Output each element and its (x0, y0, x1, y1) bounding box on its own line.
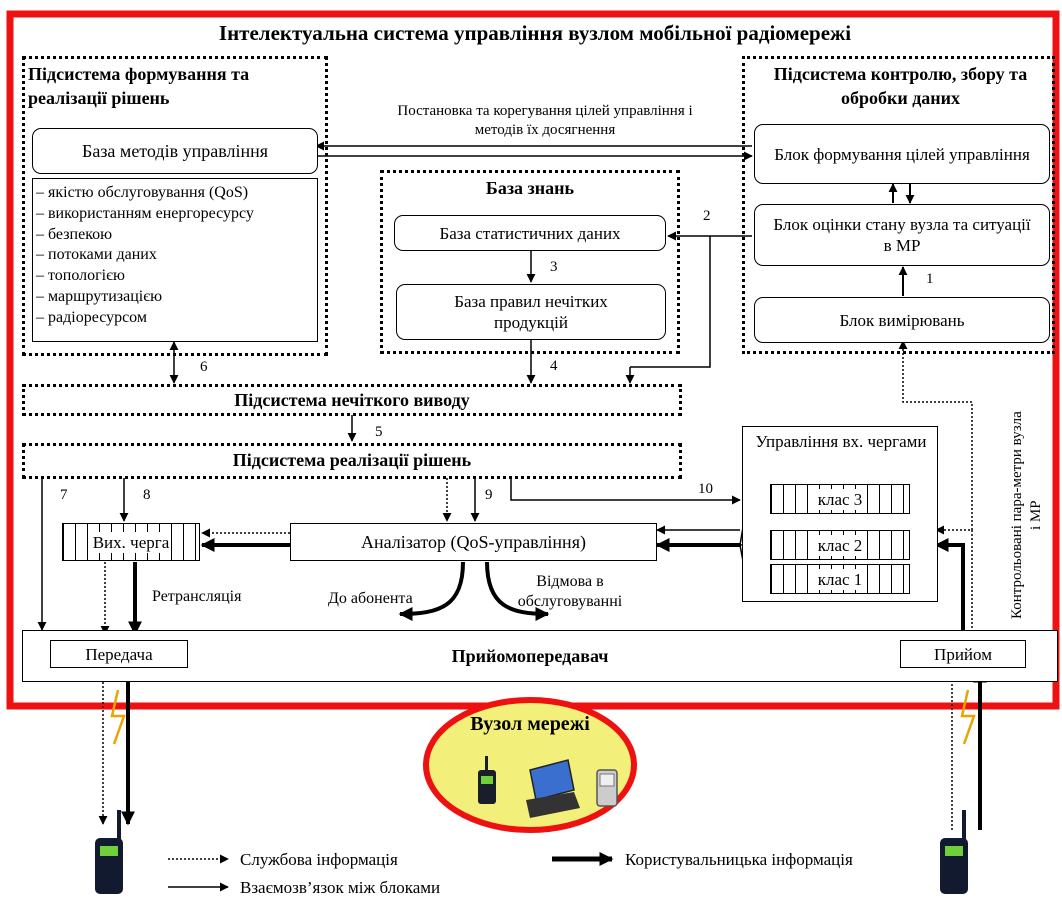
network-node-label: Вузол мережі (470, 713, 590, 735)
link-number: 7 (60, 487, 68, 503)
output-queue-label: Вих. черга (90, 531, 172, 553)
service-denial-label: Відмова в обслуговуванні (517, 573, 623, 610)
methods-list-item: – якістю обслуговування (QoS) (36, 184, 249, 201)
queue-class-3: клас 3 (770, 484, 910, 514)
arrow-service-denial (485, 561, 550, 621)
methods-list-item: – топологією (36, 267, 125, 285)
laptop-icon (526, 759, 580, 818)
methods-list-item: – безпекою (36, 225, 113, 243)
methods-list: – якістю обслуговування (QoS) – використ… (36, 183, 254, 329)
methods-list-item: – маршрутизацією (36, 287, 163, 305)
methods-list-box: – якістю обслуговування (QoS) – використ… (32, 178, 318, 342)
legend-user-label: Користувальницька інформація (625, 850, 853, 869)
link-number: 10 (698, 481, 713, 497)
fuzzy-inference-title: Підсистема нечіткого виводу (234, 390, 470, 410)
arrow-receive-queues (934, 538, 965, 640)
output-queue: Вих. черга (62, 523, 200, 561)
goal-setting-note: Постановка та корегування цілей управлін… (397, 103, 693, 138)
radio-icon (478, 756, 496, 804)
methods-list-item: – використанням енергоресурсу (36, 204, 254, 222)
queue-control-title: Управління вх. чергами (755, 432, 927, 451)
transceiver-title: Прийомопередавач (451, 646, 609, 666)
analyzer-box: Аналізатор (QoS-управління) (290, 523, 657, 561)
queue-class-1: клас 1 (770, 564, 910, 594)
transmit-block: Передача (50, 640, 188, 668)
link-number: 8 (143, 487, 151, 503)
link-number: 1 (926, 271, 934, 287)
system-title: Інтелектуальна система управління вузлом… (218, 21, 852, 45)
queue-class-2: клас 2 (770, 530, 910, 560)
decision-implementation-title: Підсистема реалізації рішень (232, 450, 472, 470)
legend-interconnection-label: Взаємозв’язок між блоками (240, 878, 441, 897)
lightning-right-icon (960, 689, 976, 745)
knowledge-base-subsystem (380, 170, 680, 354)
queue-class-label: клас 3 (815, 488, 865, 510)
receive-block: Прийом (900, 640, 1026, 668)
methods-list-item: – потоками даних (36, 246, 157, 264)
link-number: 5 (375, 424, 383, 440)
decision-forming-subsystem (22, 56, 328, 356)
statistics-base-box: База статистичних даних (394, 215, 666, 251)
handset-right-icon (940, 810, 968, 894)
monitoring-title: Підсистема контролю, збору та обробки да… (773, 64, 1028, 108)
lightning-left-icon (110, 689, 126, 745)
monitoring-subsystem (742, 56, 1055, 354)
link-number: 6 (200, 359, 208, 375)
link-number: 2 (703, 208, 711, 224)
methods-base-box: База методів управління (32, 128, 318, 174)
assessment-block: Блок оцінки стану вузла та ситуації в МР (754, 204, 1050, 266)
arrow-10 (510, 478, 741, 505)
link-number: 4 (550, 358, 558, 374)
measurement-block: Блок вимірювань (754, 297, 1050, 343)
arrow-2-branch (630, 236, 711, 368)
queue-class-label: клас 1 (815, 568, 865, 590)
goals-block: Блок формування цілей управління (754, 124, 1050, 184)
fuzzy-rules-base-box: База правил нечітких продукцій (396, 284, 666, 340)
decision-forming-title: Підсистема формування та реалізації ріше… (28, 64, 250, 108)
knowledge-base-title: База знань (485, 178, 575, 198)
methods-list-item: – радіоресурсом (36, 308, 147, 326)
queue-class-label: клас 2 (815, 534, 865, 556)
transceiver-box (22, 630, 1058, 682)
retranslation-label: Ретрансляція (152, 588, 242, 605)
decision-implementation-subsystem (22, 443, 682, 479)
pda-icon (596, 769, 618, 807)
arrow-receive-measurement (898, 340, 973, 530)
link-number: 3 (550, 259, 558, 275)
link-number: 9 (485, 487, 493, 503)
handset-left-icon (95, 810, 123, 894)
arrow-to-subscriber (398, 561, 465, 621)
fuzzy-inference-subsystem (22, 384, 682, 416)
controlled-params-label: Контрольовані пара-метри вузла і МР (1009, 411, 1044, 619)
legend-service-label: Службова інформація (240, 850, 398, 869)
to-subscriber-label: До абонента (328, 590, 413, 607)
